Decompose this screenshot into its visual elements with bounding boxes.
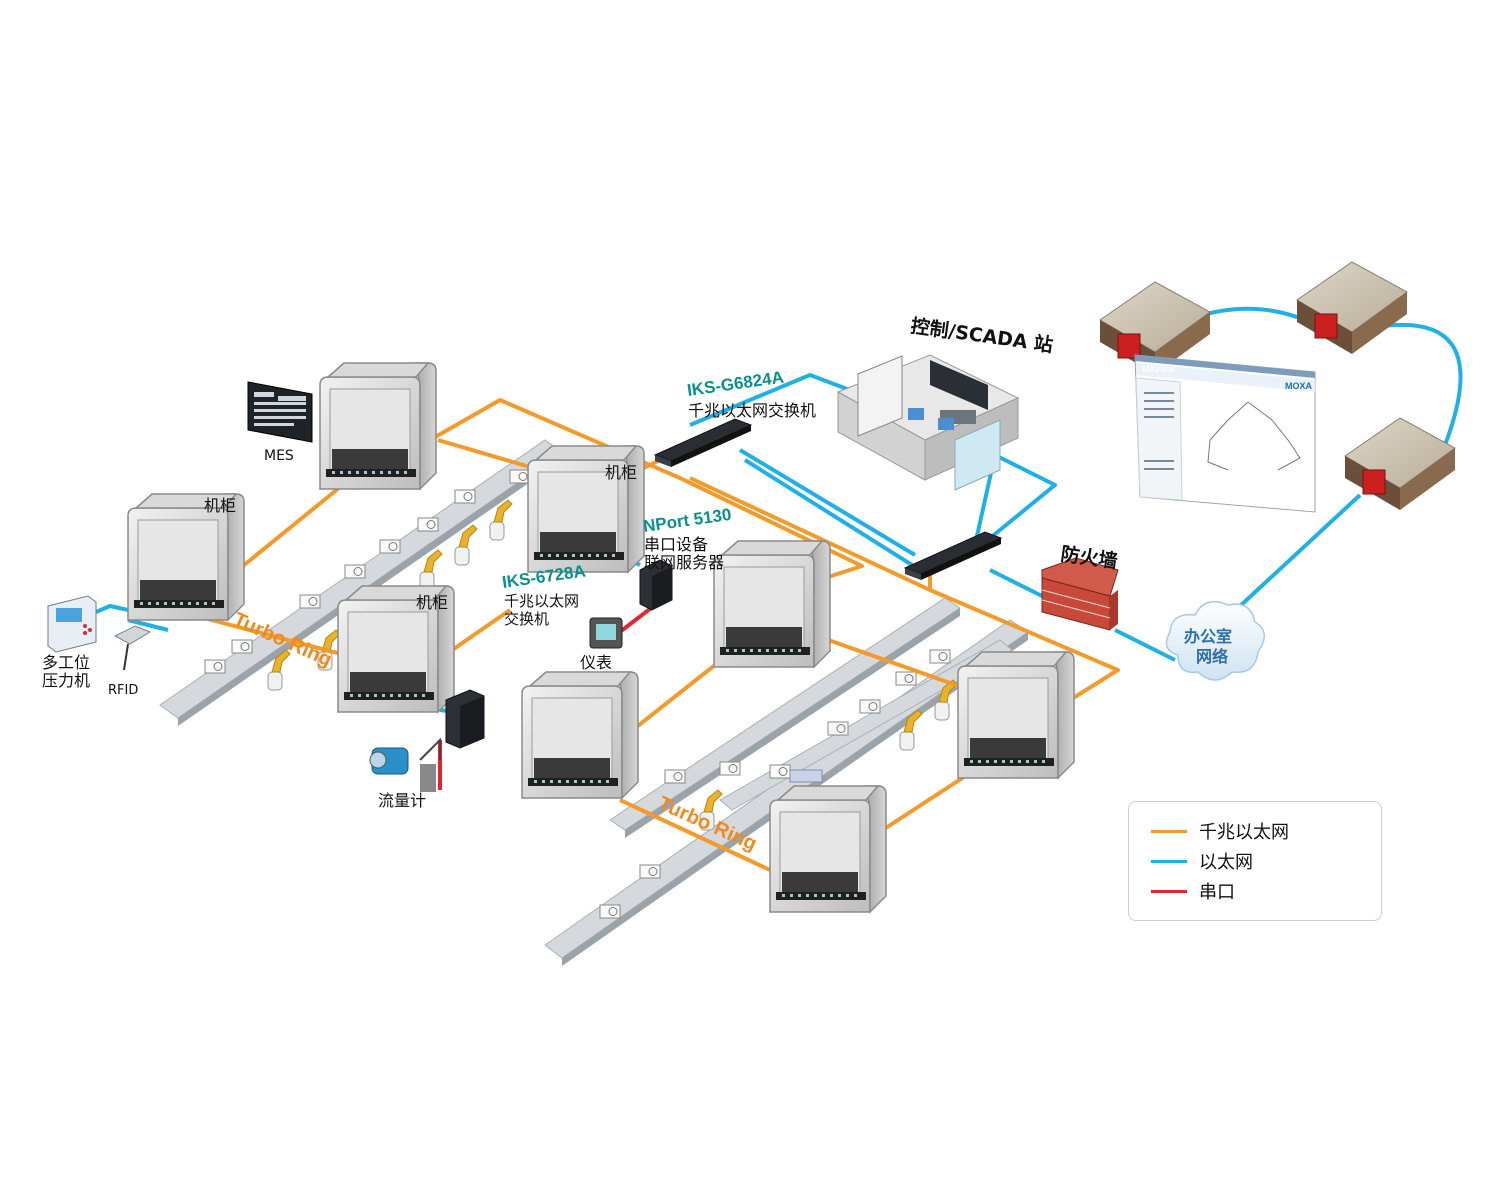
label-nport-model: NPort 5130 xyxy=(642,505,733,536)
legend-item-gigabit: 千兆以太网 xyxy=(1151,816,1289,846)
label-iksg6824a-desc: 千兆以太网交换机 xyxy=(688,401,816,420)
cabinet-right xyxy=(957,651,1075,779)
core-switch[interactable] xyxy=(904,531,1002,581)
label-press-line-1: 多工位 xyxy=(42,653,90,672)
label-cabinet-middle: 机柜 xyxy=(416,593,448,612)
scada-control-room xyxy=(836,354,1020,491)
label-iksg6824a-model: IKS-G6824A xyxy=(686,368,785,400)
legend: 千兆以太网 以太网 串口 xyxy=(1128,801,1382,921)
label-scada: 控制/SCADA 站 xyxy=(909,314,1054,357)
flowmeter-device xyxy=(369,737,441,792)
legend-swatch-gigabit xyxy=(1151,829,1187,833)
press-hmi-device xyxy=(47,595,97,653)
office-network-cloud xyxy=(1165,600,1265,681)
conveyor-equipment xyxy=(204,469,958,919)
nport-5130-device[interactable] xyxy=(639,559,673,611)
cabinet-lower-left xyxy=(521,671,639,799)
label-rfid: RFID xyxy=(108,683,138,698)
legend-item-serial: 串口 xyxy=(1151,876,1235,906)
label-cabinet-center: 机柜 xyxy=(605,463,637,482)
legend-swatch-serial xyxy=(1151,889,1187,893)
label-cabinet-left: 机柜 xyxy=(204,496,236,515)
legend-swatch-ethernet xyxy=(1151,859,1187,863)
label-office-1: 办公室 xyxy=(1184,627,1232,646)
mes-screen xyxy=(247,381,313,443)
mxview-logo: MXview xyxy=(1142,364,1176,374)
label-press-line-2: 压力机 xyxy=(42,671,90,690)
label-office-2: 网络 xyxy=(1196,647,1228,666)
label-nport-desc-1: 串口设备 xyxy=(644,535,708,554)
warehouse-3 xyxy=(1344,417,1456,511)
label-mes: MES xyxy=(264,448,294,464)
legend-label-gigabit: 千兆以太网 xyxy=(1199,822,1289,843)
label-flowmeter: 流量计 xyxy=(378,791,426,810)
warehouse-2 xyxy=(1296,261,1408,355)
rfid-reader xyxy=(113,625,152,671)
cabinet-right-upper xyxy=(713,540,831,668)
mxview-window xyxy=(1134,354,1316,513)
cabinet-bottom xyxy=(769,785,887,913)
legend-item-ethernet: 以太网 xyxy=(1151,846,1253,876)
firewall-wall xyxy=(1041,557,1119,631)
nport-device-lower[interactable] xyxy=(445,689,485,749)
meter-device xyxy=(589,617,623,649)
label-iks6728a-desc-2: 交换机 xyxy=(504,610,549,628)
label-meter: 仪表 xyxy=(580,653,612,672)
label-iks6728a-desc-1: 千兆以太网 xyxy=(504,592,579,610)
cabinet-mes xyxy=(319,362,437,490)
legend-label-serial: 串口 xyxy=(1199,882,1235,903)
iks-g6824a-switch[interactable] xyxy=(654,418,752,468)
label-nport-desc-2: 联网服务器 xyxy=(644,553,724,572)
legend-label-ethernet: 以太网 xyxy=(1199,852,1253,873)
moxa-logo: MOXA xyxy=(1285,381,1313,391)
